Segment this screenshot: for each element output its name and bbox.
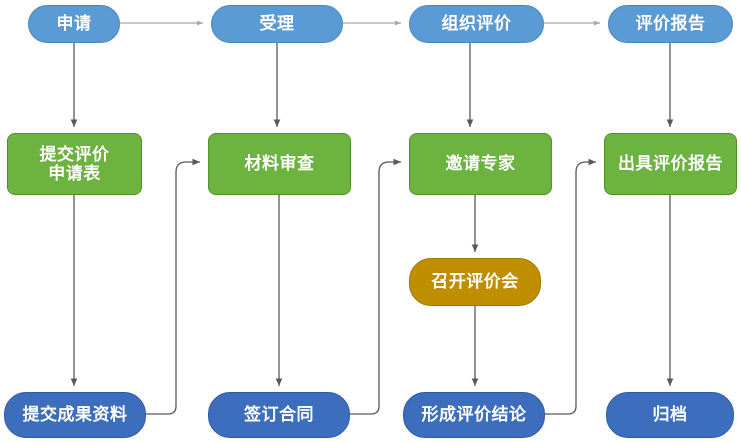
node-issue-evaluation-report[interactable]: 出具评价报告 — [604, 133, 737, 195]
node-form-evaluation-conclusion[interactable]: 形成评价结论 — [403, 392, 545, 438]
node-material-review[interactable]: 材料审查 — [208, 133, 351, 195]
node-submit-achievement-materials[interactable]: 提交成果资料 — [4, 392, 146, 438]
node-invite-experts[interactable]: 邀请专家 — [409, 133, 552, 195]
edge-contract-to-experts — [350, 158, 401, 415]
stage-to-task-edges — [70, 43, 674, 127]
node-apply[interactable]: 申请 — [28, 5, 120, 43]
node-evaluation-report[interactable]: 评价报告 — [608, 5, 733, 43]
node-hold-evaluation-meeting[interactable]: 召开评价会 — [409, 258, 541, 306]
task-to-output-edges — [70, 195, 674, 386]
edge-materials-to-review — [146, 158, 200, 415]
node-sign-contract[interactable]: 签订合同 — [208, 392, 350, 438]
edge-conclusion-to-report — [545, 158, 596, 415]
node-accept[interactable]: 受理 — [211, 5, 343, 43]
node-organize-evaluation[interactable]: 组织评价 — [409, 5, 544, 43]
node-submit-application-form[interactable]: 提交评价 申请表 — [7, 133, 142, 195]
node-archive[interactable]: 归档 — [606, 392, 734, 438]
